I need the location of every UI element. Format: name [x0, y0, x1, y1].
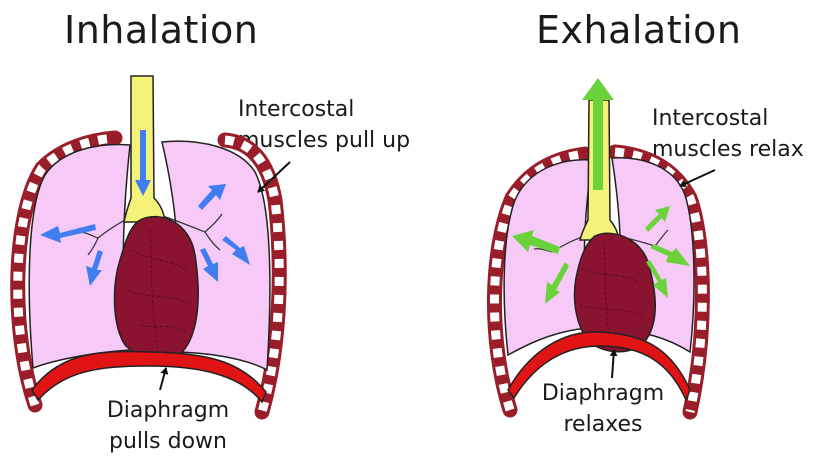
inhalation-diaphragm-pointer — [160, 368, 166, 390]
inhalation-figure — [18, 76, 290, 412]
exhalation-figure — [494, 78, 715, 412]
inhalation-heart — [115, 217, 199, 361]
exhalation-diaphragm-pointer — [612, 350, 614, 378]
inhalation-left-lung — [29, 144, 130, 368]
